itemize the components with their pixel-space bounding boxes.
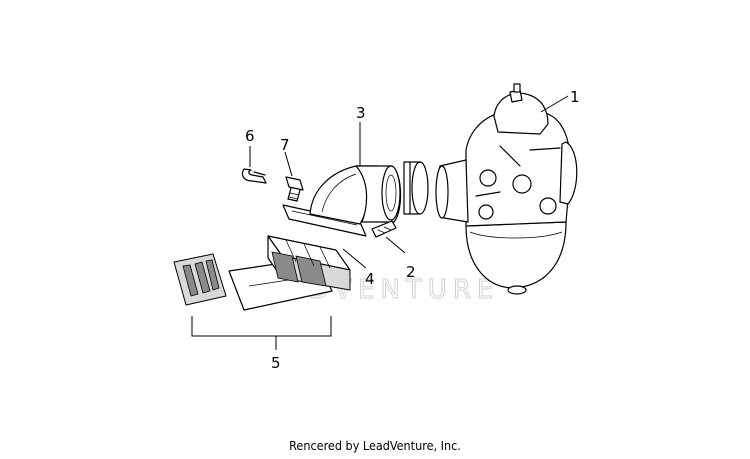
insulator-spacer[interactable] [403,161,429,215]
leader-2 [385,236,406,254]
part-6-clip[interactable] [241,168,267,184]
callout-5: 5 [271,354,281,372]
part-5-bracket [191,316,332,350]
leader-1 [540,95,569,113]
callout-3: 3 [356,104,366,122]
part-3-intake-manifold[interactable] [282,165,402,237]
part-7-screw[interactable] [285,176,304,202]
leader-4 [342,248,367,269]
part-1-carburetor[interactable] [435,83,578,295]
part-4-reed-block[interactable] [267,235,351,291]
footer-credit: Rencered by LeadVenture, Inc. [289,438,461,453]
callout-6: 6 [245,127,255,145]
part-2-bolt[interactable] [371,220,397,238]
leader-7 [284,151,293,177]
callout-4: 4 [365,270,375,288]
callout-2: 2 [406,263,416,281]
callout-1: 1 [570,88,580,106]
callout-7: 7 [280,136,290,154]
